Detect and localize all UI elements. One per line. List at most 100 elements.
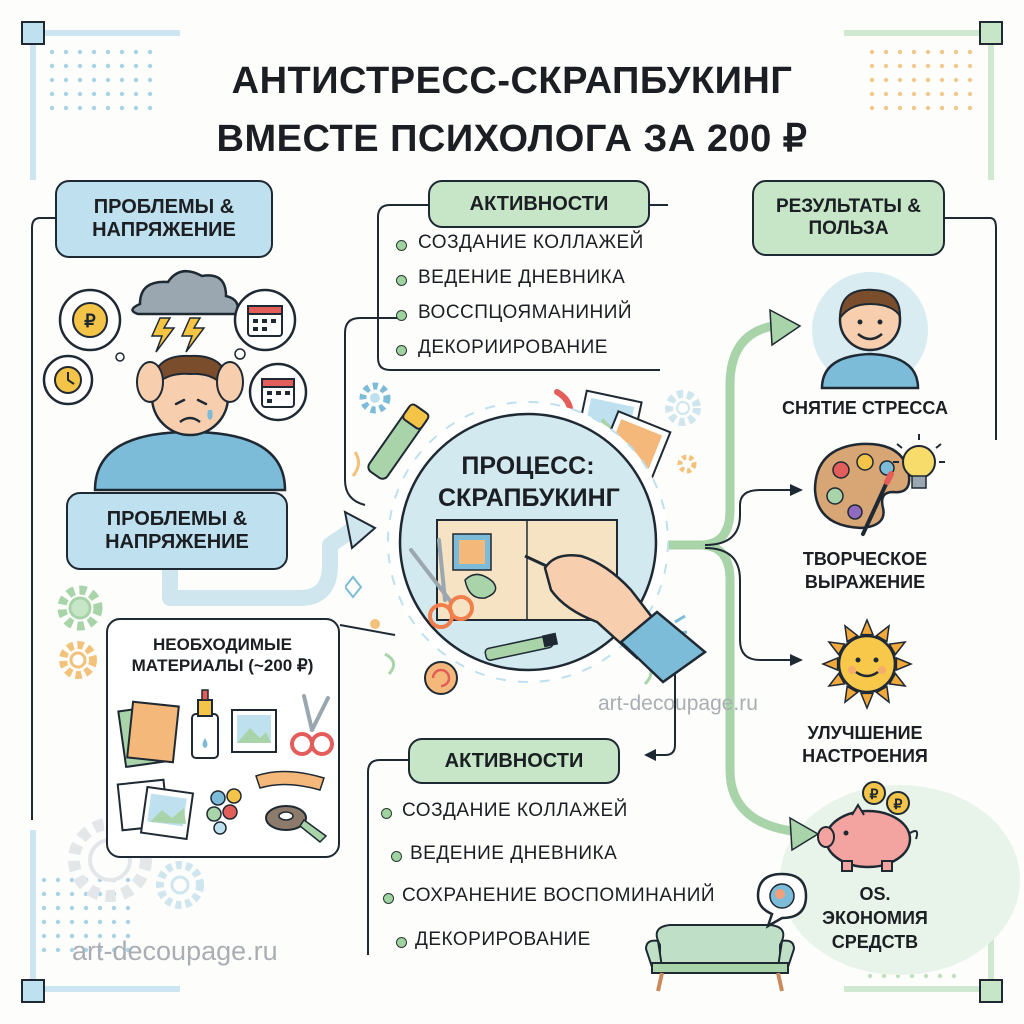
problems-header-pill: ПРОБЛЕМЫ & НАПРЯЖЕНИЕ [55, 180, 273, 258]
head-bubble-icon [756, 872, 808, 929]
pattern-dot [125, 947, 131, 953]
ruble-coin-icon: ₽ [58, 288, 122, 352]
buttons-icon [206, 788, 242, 835]
pattern-dot [55, 905, 61, 911]
pattern-dot [97, 947, 103, 953]
pattern-dot [923, 973, 929, 979]
pattern-dot [83, 947, 89, 953]
pattern-dot [55, 919, 61, 925]
materials-illustration [116, 689, 334, 844]
glue-bottle-icon [191, 689, 219, 759]
pattern-dot [41, 891, 47, 897]
pattern-dot [925, 77, 931, 83]
pattern-dot [105, 63, 111, 69]
pattern-dot [925, 63, 931, 69]
activities-to-process-line [344, 317, 400, 506]
pattern-dot [869, 91, 875, 97]
sofa-icon [644, 924, 796, 992]
sun-ray [875, 624, 890, 643]
result-3-line-2: НАСТРОЕНИЯ [802, 745, 928, 766]
sun-ray [859, 618, 875, 636]
pattern-dot [967, 91, 973, 97]
pattern-dot [869, 63, 875, 69]
pattern-dot [867, 973, 873, 979]
pattern-dot [111, 905, 117, 911]
bullet-dot [383, 893, 394, 904]
calendar-icon [248, 362, 308, 422]
process-label: ПРОЦЕСС: СКРАПБУКИНГ [438, 450, 620, 514]
activity-bottom-item-3: СОХРАНЕНИЕ ВОСПОМИНАНИЙ [402, 885, 716, 906]
activity-top-item-3: ВОССПЦОЯМАНИНИЙ [418, 302, 633, 323]
pattern-dot [147, 105, 153, 111]
pattern-dot [869, 77, 875, 83]
pattern-dot [147, 91, 153, 97]
hand-with-pen-icon [524, 554, 708, 684]
pattern-dot [869, 105, 875, 111]
pattern-dot [49, 77, 55, 83]
dot-pattern-top-left [49, 49, 153, 111]
result-2-line-1: ТВОРЧЕСКОЕ [802, 549, 928, 569]
pattern-dot [77, 63, 83, 69]
pattern-dot [147, 63, 153, 69]
glue-pen-icon [367, 403, 430, 480]
pattern-dot [133, 49, 139, 55]
pattern-dot [97, 905, 103, 911]
process-line-1: ПРОЦЕСС: [461, 452, 595, 480]
materials-title: НЕОБХОДИМЫЕ МАТЕРИАЛЫ (~200 ₽) [108, 634, 337, 677]
piggy-bank-icon: ₽ ₽ [817, 781, 919, 872]
pattern-dot [91, 49, 97, 55]
activity-top-item-1: СОЗДАНИЕ КОЛЛАЖЕЙ [418, 232, 644, 253]
storm-cloud-icon [131, 269, 239, 353]
corner-frame-top-left [21, 21, 180, 180]
pattern-dot [883, 105, 889, 111]
result-4-line-1: OS. [859, 884, 891, 904]
sun-ray [888, 672, 907, 687]
pattern-dot [83, 919, 89, 925]
pattern-dot [77, 91, 83, 97]
title-line-1: АНТИСТРЕСС-СКРАПБУКИНГ [231, 60, 793, 102]
sun-icon [821, 618, 913, 710]
sun-ray [844, 624, 859, 643]
coin-symbol: ₽ [870, 786, 879, 802]
bullet-dot [396, 937, 407, 948]
page-title: АНТИСТРЕСС-СКРАПБУКИНГ ВМЕСТЕ ПСИХОЛОГА … [40, 52, 984, 168]
result-4-line-3: СРЕДСТВ [831, 932, 919, 952]
pattern-dot [77, 49, 83, 55]
palette-icon [813, 434, 945, 536]
pattern-dot [951, 973, 957, 979]
problems-label-text: ПРОБЛЕМЫ & НАПРЯЖЕНИЕ [105, 508, 249, 553]
paper-stack-icon [117, 700, 180, 769]
pattern-dot [125, 919, 131, 925]
result-label-4: OS. ЭКОНОМИЯ СРЕДСТВ [790, 882, 960, 954]
pattern-dot [125, 877, 131, 883]
light-bulb-icon [893, 434, 945, 489]
pattern-dot [91, 91, 97, 97]
pattern-dot [83, 905, 89, 911]
pattern-dot [967, 77, 973, 83]
pattern-dot [937, 973, 943, 979]
materials-line-2: МАТЕРИАЛЫ (~200 ₽) [131, 656, 314, 676]
pattern-dot [77, 105, 83, 111]
pattern-dot [953, 91, 959, 97]
pattern-dot [119, 91, 125, 97]
pattern-dot [125, 933, 131, 939]
pattern-dot [939, 63, 945, 69]
pattern-dot [55, 933, 61, 939]
sun-ray [888, 641, 907, 656]
pattern-dot [911, 91, 917, 97]
bullet-dot [381, 808, 392, 819]
pattern-dot [897, 91, 903, 97]
pattern-dot [119, 77, 125, 83]
calendar-icon [233, 288, 297, 352]
results-header-text: РЕЗУЛЬТАТЫ & ПОЛЬЗА [775, 196, 922, 239]
pattern-dot [125, 905, 131, 911]
gear-icon [68, 818, 204, 909]
result-2-line-2: ВЫРАЖЕНИЕ [804, 571, 926, 592]
pattern-dot [69, 891, 75, 897]
ribbon-icon [255, 770, 325, 791]
pattern-dot [897, 63, 903, 69]
pattern-dot [909, 973, 915, 979]
pattern-dot [953, 63, 959, 69]
activity-top-item-2: ВЕДЕНИЕ ДНЕВНИКА [418, 267, 626, 288]
